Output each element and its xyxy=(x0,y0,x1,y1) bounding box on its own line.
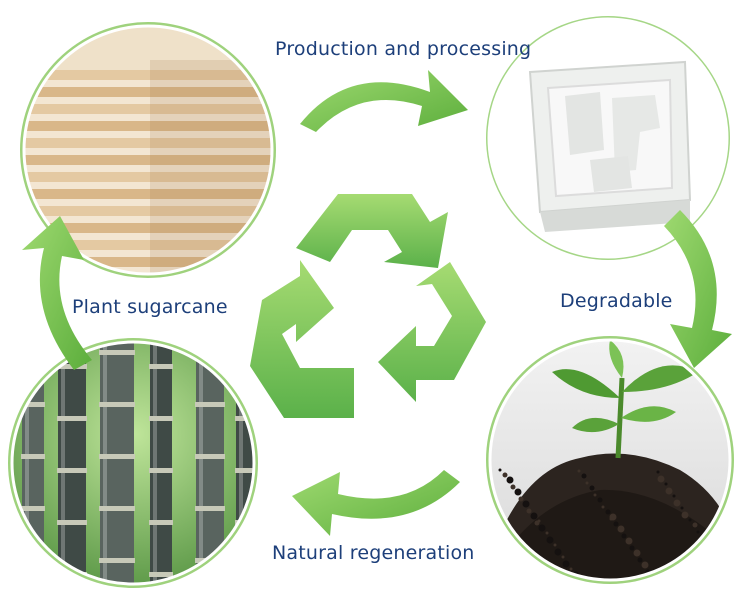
arrow-regeneration xyxy=(292,470,460,536)
step-label-regeneration: Natural regeneration xyxy=(272,542,475,564)
arrow-production xyxy=(300,70,468,132)
step-label-production: Production and processing xyxy=(275,38,531,60)
recycle-icon xyxy=(250,194,486,418)
step-label-plant: Plant sugarcane xyxy=(72,296,228,318)
stage-sugarcane-image xyxy=(0,330,271,600)
step-label-degradable: Degradable xyxy=(560,290,673,312)
arrow-degradable xyxy=(664,210,732,368)
stage-soil-image xyxy=(480,330,750,590)
